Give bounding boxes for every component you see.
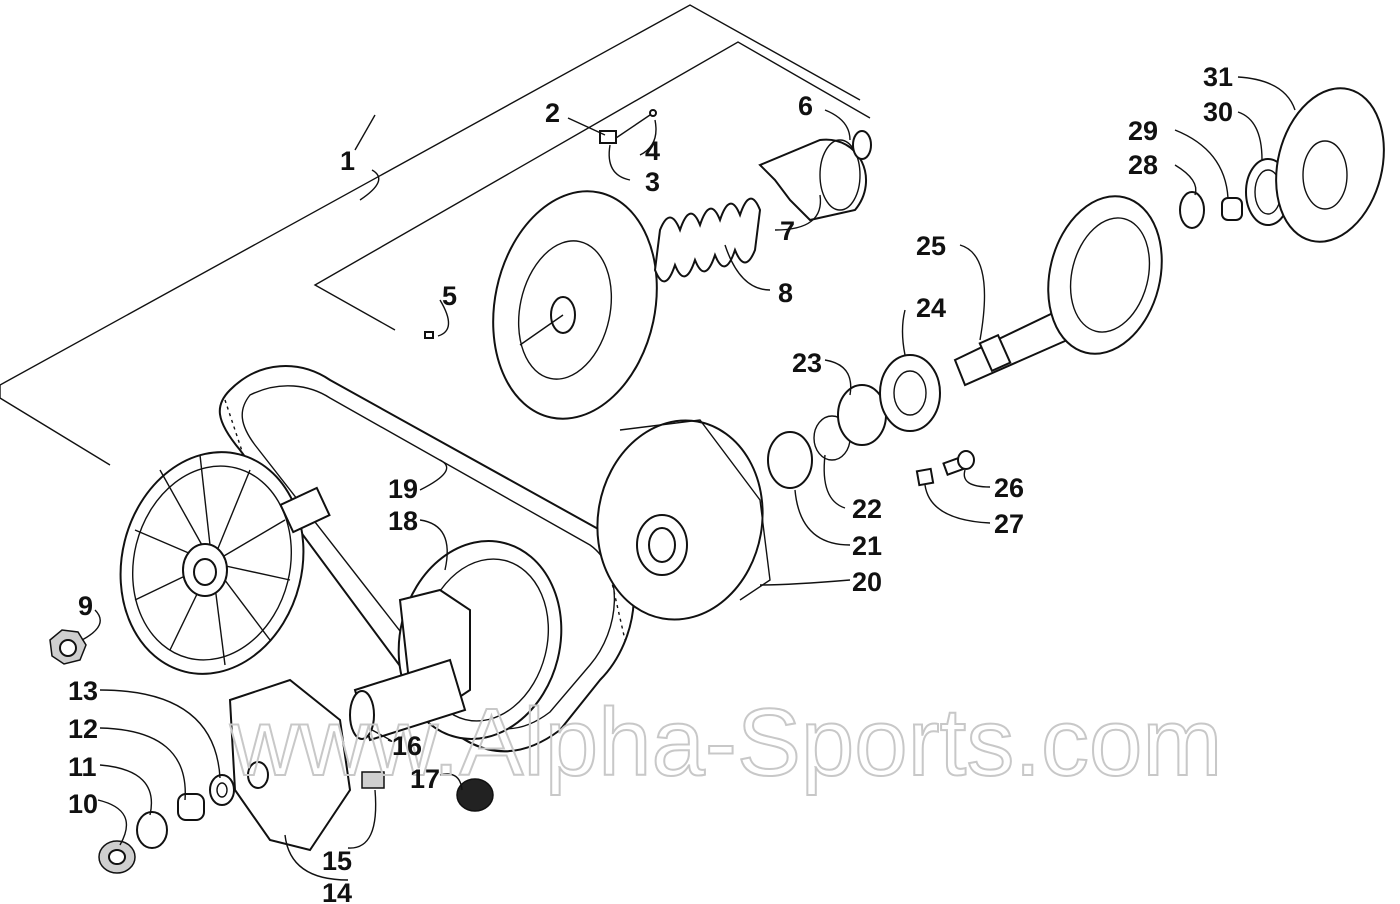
bushing-12 <box>177 793 205 821</box>
label-22: 22 <box>852 494 882 524</box>
label-15: 15 <box>322 846 352 876</box>
label-19: 19 <box>388 474 418 504</box>
movable-sheave <box>228 678 352 852</box>
label-3: 3 <box>645 167 660 197</box>
label-8: 8 <box>778 278 793 308</box>
roller-17 <box>456 778 494 812</box>
label-25: 25 <box>916 231 946 261</box>
label-5: 5 <box>442 281 457 311</box>
hub-29 <box>1221 197 1243 221</box>
label-29: 29 <box>1128 116 1158 146</box>
spring <box>653 197 762 283</box>
washer-27 <box>915 467 935 487</box>
drive-sheave <box>596 419 771 621</box>
shaft-sleeve <box>349 658 467 742</box>
washer-13 <box>209 774 235 806</box>
bolt <box>942 450 975 476</box>
nut <box>49 629 87 665</box>
label-28: 28 <box>1128 150 1158 180</box>
bearing-24 <box>879 354 941 432</box>
label-27: 27 <box>994 509 1024 539</box>
label-7: 7 <box>780 216 795 246</box>
label-6: 6 <box>798 91 813 121</box>
label-31: 31 <box>1203 62 1233 92</box>
label-16: 16 <box>392 731 422 761</box>
pin <box>615 114 651 139</box>
leader-lines <box>81 76 1296 881</box>
label-12: 12 <box>68 714 98 744</box>
label-1: 1 <box>340 146 355 176</box>
bearing-10-inner <box>108 849 126 865</box>
clutch-drum <box>1047 195 1163 355</box>
label-26: 26 <box>994 473 1024 503</box>
watermark-text: www.Alpha-Sports.com <box>229 689 1222 796</box>
label-11: 11 <box>68 752 97 782</box>
set-screw <box>424 331 434 339</box>
seal-23 <box>837 384 887 446</box>
assembly-brackets <box>0 4 871 466</box>
label-4: 4 <box>645 136 660 166</box>
washer-13-hole <box>216 782 228 798</box>
driven-clutch-front <box>119 451 331 675</box>
driven-sheave-outer <box>492 190 658 420</box>
label-17: 17 <box>410 764 440 794</box>
cam <box>758 138 867 222</box>
label-24: 24 <box>916 293 946 323</box>
part-number-labels: 1 2 3 4 5 6 7 8 9 10 11 12 13 14 15 16 1… <box>68 62 1233 904</box>
label-30: 30 <box>1203 97 1233 127</box>
label-2: 2 <box>545 98 560 128</box>
label-14: 14 <box>322 878 352 904</box>
label-9: 9 <box>78 591 93 621</box>
clip-15 <box>361 771 385 789</box>
label-18: 18 <box>388 506 418 536</box>
label-13: 13 <box>68 676 98 706</box>
label-10: 10 <box>68 789 98 819</box>
pin-head <box>649 109 657 117</box>
ring-28 <box>1179 191 1205 229</box>
bearing-24-inner <box>893 370 927 416</box>
centrifugal-clutch-31 <box>1275 87 1385 243</box>
snap-ring <box>852 130 872 160</box>
weight-block <box>599 130 617 144</box>
snap-ring-11 <box>136 811 168 849</box>
bushing-21 <box>767 431 813 489</box>
label-20: 20 <box>852 567 882 597</box>
label-21: 21 <box>852 531 882 561</box>
label-23: 23 <box>792 348 822 378</box>
